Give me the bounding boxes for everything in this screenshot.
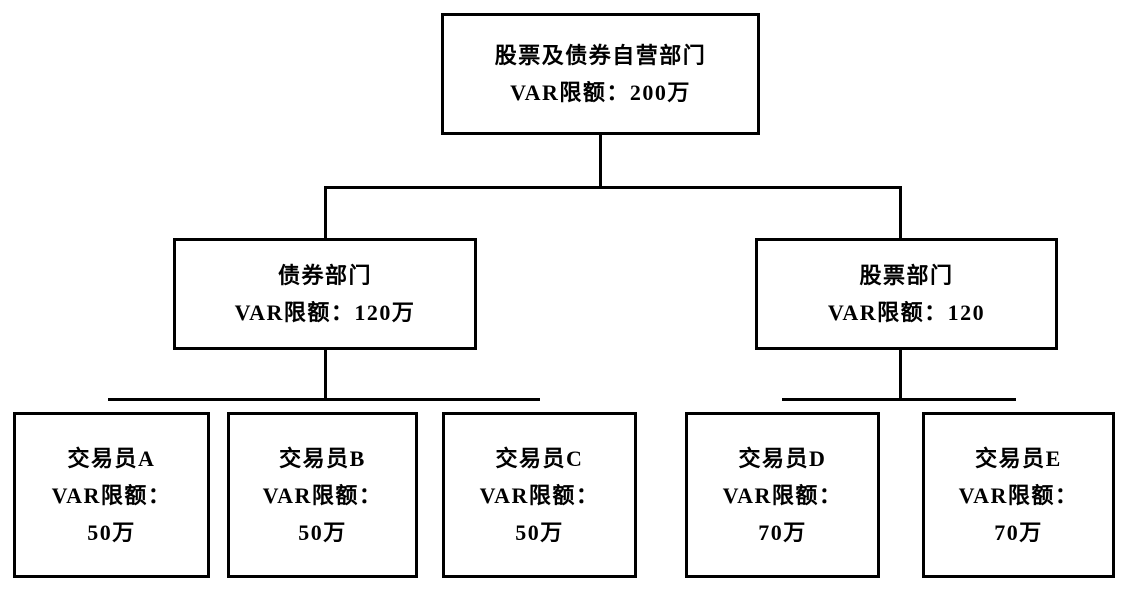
node-var-limit-label: VAR限额： [51,482,172,508]
node-var-limit-value: 50万 [515,519,564,545]
node-title: 股票及债券自营部门 [494,43,707,68]
node-title: 交易员E [975,445,1062,471]
node-var-limit-label: VAR限额： [722,482,843,508]
connector-stock-traders-rail [782,398,1016,401]
node-var-limit-label: VAR限额： [262,482,383,508]
node-root-department: 股票及债券自营部门 VAR限额：200万 [441,13,760,135]
connector-level2-rail [324,186,902,189]
node-trader-c: 交易员C VAR限额： 50万 [442,412,637,578]
connector-bond-dept-stub [324,350,327,398]
node-bond-department: 债券部门 VAR限额：120万 [173,238,477,350]
node-var-limit-value: 70万 [758,519,807,545]
node-trader-a: 交易员A VAR限额： 50万 [13,412,210,578]
node-stock-department: 股票部门 VAR限额：120 [755,238,1058,350]
connector-bond-dept-drop [324,186,327,238]
connector-stock-dept-drop [899,186,902,238]
node-trader-b: 交易员B VAR限额： 50万 [227,412,418,578]
node-title: 交易员A [67,445,156,471]
node-var-limit-label: VAR限额： [479,482,600,508]
node-var-limit: VAR限额：120万 [234,300,416,325]
node-var-limit-value: 50万 [298,519,347,545]
node-title: 交易员D [738,445,827,471]
connector-bond-traders-rail [108,398,540,401]
node-var-limit: VAR限额：200万 [510,80,691,105]
node-title: 交易员B [279,445,366,471]
node-var-limit-value: 70万 [994,519,1043,545]
node-title: 债券部门 [277,263,372,288]
node-trader-e: 交易员E VAR限额： 70万 [922,412,1115,578]
node-title: 股票部门 [859,263,954,288]
connector-stock-dept-stub [899,350,902,398]
connector-root-stub [599,134,602,189]
node-title: 交易员C [495,445,584,471]
node-var-limit: VAR限额：120 [827,300,986,325]
node-var-limit-label: VAR限额： [958,482,1079,508]
node-var-limit-value: 50万 [87,519,136,545]
node-trader-d: 交易员D VAR限额： 70万 [685,412,880,578]
